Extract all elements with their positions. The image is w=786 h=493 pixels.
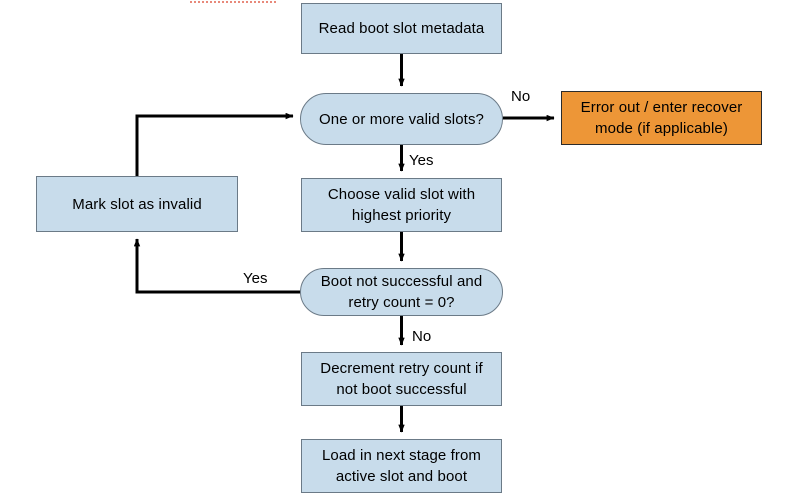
node-decrement-retry-count-if-not-boot-successful[interactable]: Decrement retry count if not boot succes… (301, 352, 502, 406)
node-label-line-1: Choose valid slot with (327, 186, 476, 203)
node-label: Load in next stage from active slot and … (322, 445, 481, 487)
node-label-line-2: active slot and boot (335, 468, 468, 485)
node-label-line-2: not boot successful (336, 381, 467, 398)
node-one-or-more-valid-slots[interactable]: One or more valid slots? (300, 93, 503, 145)
node-error-out-enter-recover-mode[interactable]: Error out / enter recover mode (if appli… (561, 91, 762, 145)
node-load-in-next-stage-from-active-slot-and-boot[interactable]: Load in next stage from active slot and … (301, 439, 502, 493)
node-label-line-1: Load in next stage from (321, 447, 482, 464)
node-label-line-1: Decrement retry count if (320, 360, 483, 377)
node-label-line-2: highest priority (351, 207, 452, 224)
node-read-boot-slot-metadata[interactable]: Read boot slot metadata (301, 3, 502, 54)
node-label: One or more valid slots? (319, 110, 484, 128)
node-label-line-1: Error out / enter recover (580, 99, 743, 116)
node-label: Decrement retry count if not boot succes… (320, 358, 482, 400)
edge-label-no-to-error: No (511, 88, 531, 105)
node-choose-valid-slot-with-highest-priority[interactable]: Choose valid slot with highest priority (301, 178, 502, 232)
node-label: Choose valid slot with highest priority (328, 184, 475, 226)
node-label: Error out / enter recover mode (if appli… (581, 97, 743, 139)
node-boot-not-successful-and-retry-count-zero[interactable]: Boot not successful and retry count = 0? (300, 268, 503, 316)
node-label-line-2: retry count = 0? (348, 294, 455, 311)
node-mark-slot-as-invalid[interactable]: Mark slot as invalid (36, 176, 238, 232)
node-label: Mark slot as invalid (72, 195, 202, 213)
node-label: Read boot slot metadata (318, 20, 485, 37)
connector-boot-check-to-mark-invalid (133, 238, 300, 294)
connector-mark-invalid-to-valid-slots (135, 112, 294, 176)
node-label: Boot not successful and retry count = 0? (321, 271, 483, 313)
top-dotted-rule (190, 1, 276, 3)
edge-label-no-to-decrement: No (412, 328, 432, 345)
edge-label-yes-to-mark-invalid: Yes (243, 270, 268, 287)
edge-label-yes-to-choose-slot: Yes (409, 152, 434, 169)
node-label-line-1: Boot not successful and (320, 273, 483, 290)
node-label-line-2: mode (if applicable) (595, 120, 728, 137)
